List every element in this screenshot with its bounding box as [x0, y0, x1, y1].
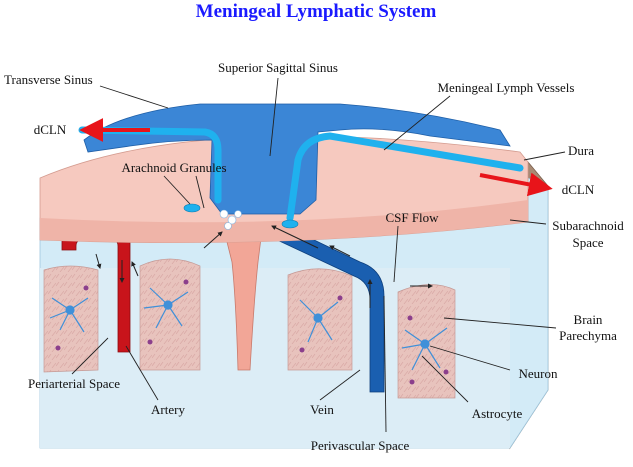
dcln-arrow-right	[479, 172, 553, 197]
label-brain-line2: Parechyma	[559, 328, 617, 343]
lymph-vessel-left	[78, 126, 222, 204]
label-dura: Dura	[568, 143, 594, 158]
parenchyma-block-1	[43, 265, 99, 373]
label-artery: Artery	[151, 402, 185, 417]
label-subarachnoid-line2: Space	[572, 235, 603, 250]
label-vein: Vein	[310, 402, 334, 417]
label-periarterial-space: Periarterial Space	[28, 376, 120, 391]
label-brain-line1: Brain	[574, 312, 603, 327]
label-transverse-sinus: Transverse Sinus	[4, 72, 93, 87]
neuron-2	[143, 287, 189, 329]
arachnoid-stalk	[223, 229, 263, 371]
label-arachnoid-granules: Arachnoid Granules	[121, 160, 226, 175]
neuron-3	[299, 299, 339, 343]
label-superior-sagittal-sinus: Superior Sagittal Sinus	[218, 60, 338, 75]
vein	[209, 214, 385, 393]
diagram-title: Meningeal Lymphatic System	[196, 1, 437, 22]
parenchyma-block-2	[139, 258, 201, 371]
label-meningeal-lymph-vessels: Meningeal Lymph Vessels	[438, 80, 575, 95]
lymph-opening-left	[183, 203, 201, 213]
label-neuron: Neuron	[519, 366, 558, 381]
neuron-4	[401, 327, 448, 371]
astrocyte-markers	[55, 279, 449, 385]
label-perivascular-space: Perivascular Space	[311, 438, 410, 453]
arachnoid-granules	[219, 209, 242, 230]
label-dcln-right: dCLN	[562, 182, 595, 197]
neuron-1	[49, 297, 89, 333]
label-subarachnoid-line1: Subarachnoid	[552, 218, 624, 233]
lymph-opening-right	[281, 219, 299, 229]
label-csf-flow: CSF Flow	[385, 210, 439, 225]
label-dcln-left: dCLN	[34, 122, 67, 137]
csf-flow-arrows	[95, 225, 433, 308]
label-astrocyte: Astrocyte	[472, 406, 523, 421]
lymph-vessel-right	[286, 132, 524, 222]
leader-lines	[71, 77, 566, 433]
